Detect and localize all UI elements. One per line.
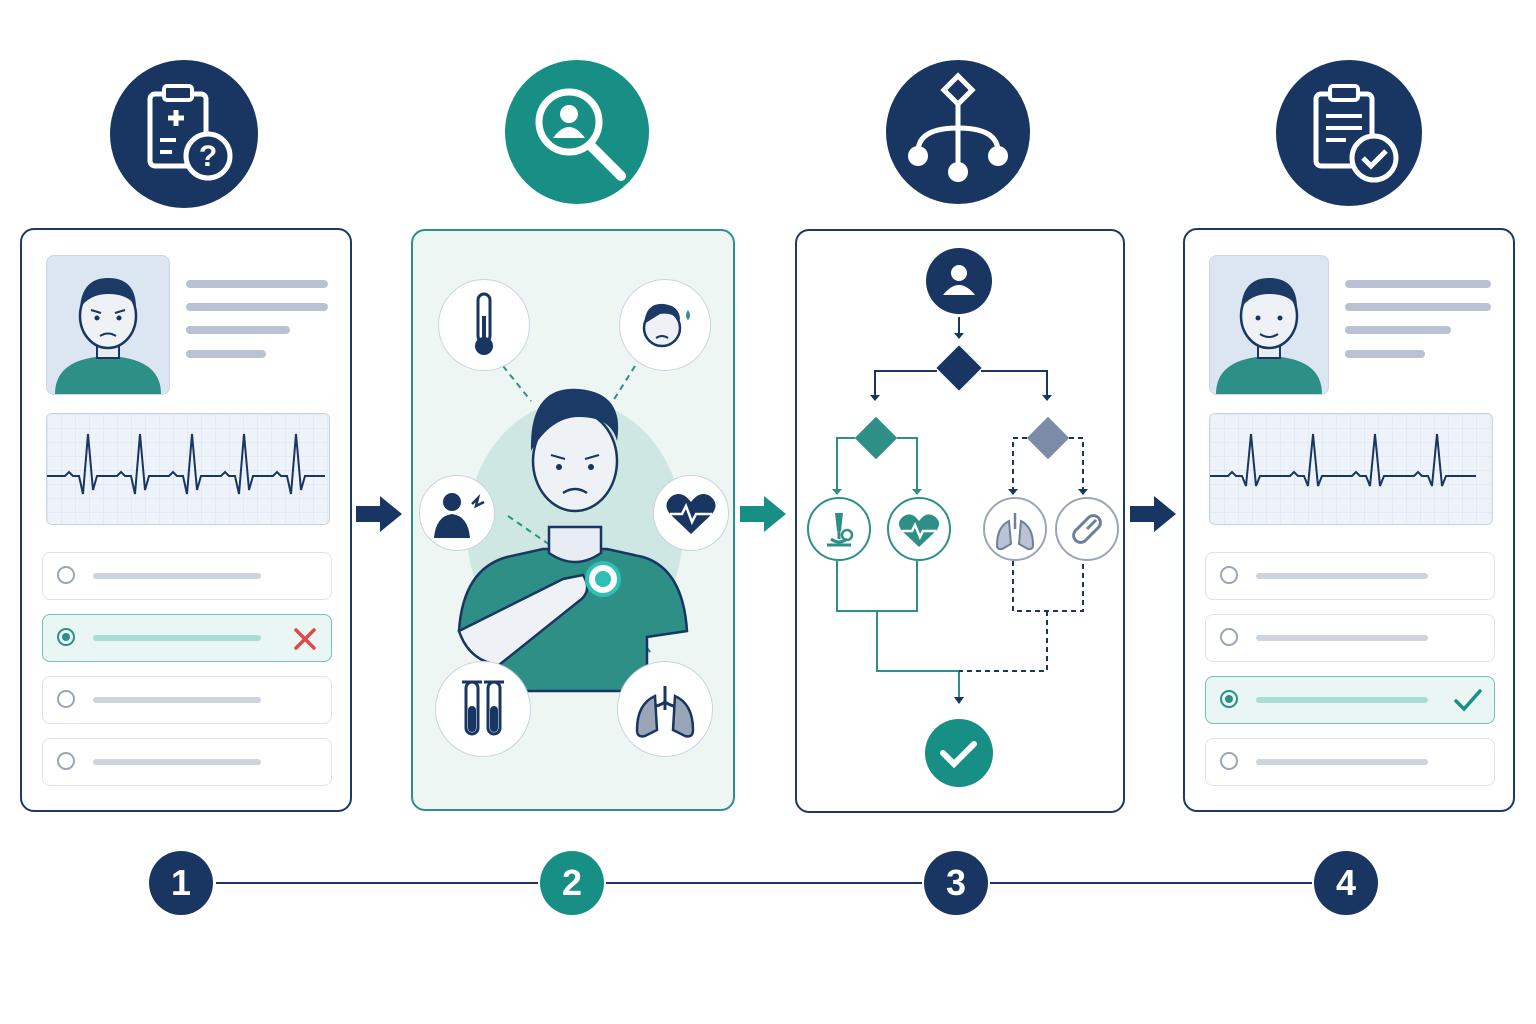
lungs-icon (995, 513, 1035, 551)
patient-findings-illustration (457, 365, 689, 693)
radio-button[interactable] (1220, 566, 1238, 584)
finding-blood-tests (435, 661, 531, 757)
radio-button[interactable] (1220, 628, 1238, 646)
incorrect-x-icon (294, 628, 316, 650)
option-text-placeholder (93, 573, 261, 579)
decision-tree-icon (908, 72, 1008, 182)
step-4-badge: 4 (1314, 851, 1378, 915)
finding-lungs (617, 661, 713, 757)
answer-option[interactable] (42, 738, 332, 786)
patient-photo-worried (46, 255, 170, 395)
branch-test-medication (1055, 497, 1119, 561)
finding-chest-pain (419, 475, 495, 551)
correct-check-icon (1454, 689, 1482, 712)
radio-button[interactable] (57, 566, 75, 584)
radio-button-selected[interactable] (57, 628, 75, 646)
svg-text:?: ? (199, 140, 217, 173)
option-text-placeholder (1256, 759, 1428, 765)
panel-decision-pathway (795, 229, 1125, 813)
thermometer-icon (475, 292, 493, 355)
decision-flowchart (832, 248, 1088, 787)
answer-option-selected[interactable] (1205, 676, 1495, 724)
arrow-right-icon (1130, 496, 1176, 532)
finding-sweating (619, 279, 711, 371)
info-line (186, 326, 290, 334)
gray-decision-node (1026, 416, 1070, 460)
radio-button[interactable] (57, 752, 75, 770)
step-1-badge: 1 (149, 851, 213, 915)
info-line (1345, 326, 1451, 334)
main-decision-node (936, 345, 982, 391)
teal-decision-node (854, 416, 898, 460)
option-text-placeholder (1256, 697, 1428, 703)
answer-option[interactable] (42, 676, 332, 724)
answer-option[interactable] (42, 552, 332, 600)
lungs-icon (635, 686, 695, 738)
option-text-placeholder (93, 635, 261, 641)
option-text-placeholder (1256, 635, 1428, 641)
info-line (1345, 350, 1425, 358)
ecg-waveform (47, 414, 329, 524)
step-3-icon-circle (886, 60, 1030, 204)
arrow-right-icon (740, 496, 786, 532)
info-line (186, 350, 266, 358)
step-3-badge: 3 (924, 851, 988, 915)
worried-patient-avatar (55, 278, 161, 394)
info-line (186, 280, 328, 288)
finding-heart-rate (653, 475, 729, 551)
sweating-face-icon (642, 303, 690, 348)
ecg-strip (1209, 413, 1493, 525)
answer-option[interactable] (1205, 614, 1495, 662)
radio-button-selected[interactable] (1220, 690, 1238, 708)
search-person-icon (535, 88, 626, 181)
timeline-line (216, 882, 1312, 884)
option-text-placeholder (1256, 573, 1428, 579)
step-1-icon-circle: ? (110, 60, 258, 208)
microscope-icon (827, 513, 854, 547)
answer-option[interactable] (1205, 552, 1495, 600)
step-2-icon-circle (505, 60, 649, 204)
info-line (1345, 280, 1491, 288)
option-text-placeholder (93, 759, 261, 765)
relieved-patient-avatar (1216, 278, 1322, 394)
info-line (1345, 303, 1491, 311)
patient-photo-relieved (1209, 255, 1329, 395)
radio-button[interactable] (1220, 752, 1238, 770)
clipboard-question-icon: ? (147, 84, 233, 181)
info-line (186, 303, 328, 311)
step-4-icon-circle (1276, 60, 1422, 206)
pill-icon (1072, 514, 1102, 544)
clipboard-check-icon (1313, 84, 1399, 183)
radio-button[interactable] (57, 690, 75, 708)
option-text-placeholder (93, 697, 261, 703)
branch-test-heart (887, 497, 951, 561)
branch-test-lungs (983, 497, 1047, 561)
ecg-strip (46, 413, 330, 525)
step-2-badge: 2 (540, 851, 604, 915)
correct-outcome-node (925, 719, 993, 787)
answer-option[interactable] (1205, 738, 1495, 786)
chest-pain-icon (434, 493, 485, 538)
panel-initial-assessment (20, 228, 352, 812)
finding-temperature (438, 279, 530, 371)
panel-clinical-findings (411, 229, 735, 811)
ecg-waveform (1210, 414, 1492, 524)
heart-rate-icon (898, 514, 940, 547)
heart-rate-icon (666, 494, 716, 534)
branch-test-microscope (807, 497, 871, 561)
arrow-right-icon (356, 496, 402, 532)
panel-correct-diagnosis (1183, 228, 1515, 812)
blood-tubes-icon (462, 680, 504, 736)
answer-option-selected[interactable] (42, 614, 332, 662)
